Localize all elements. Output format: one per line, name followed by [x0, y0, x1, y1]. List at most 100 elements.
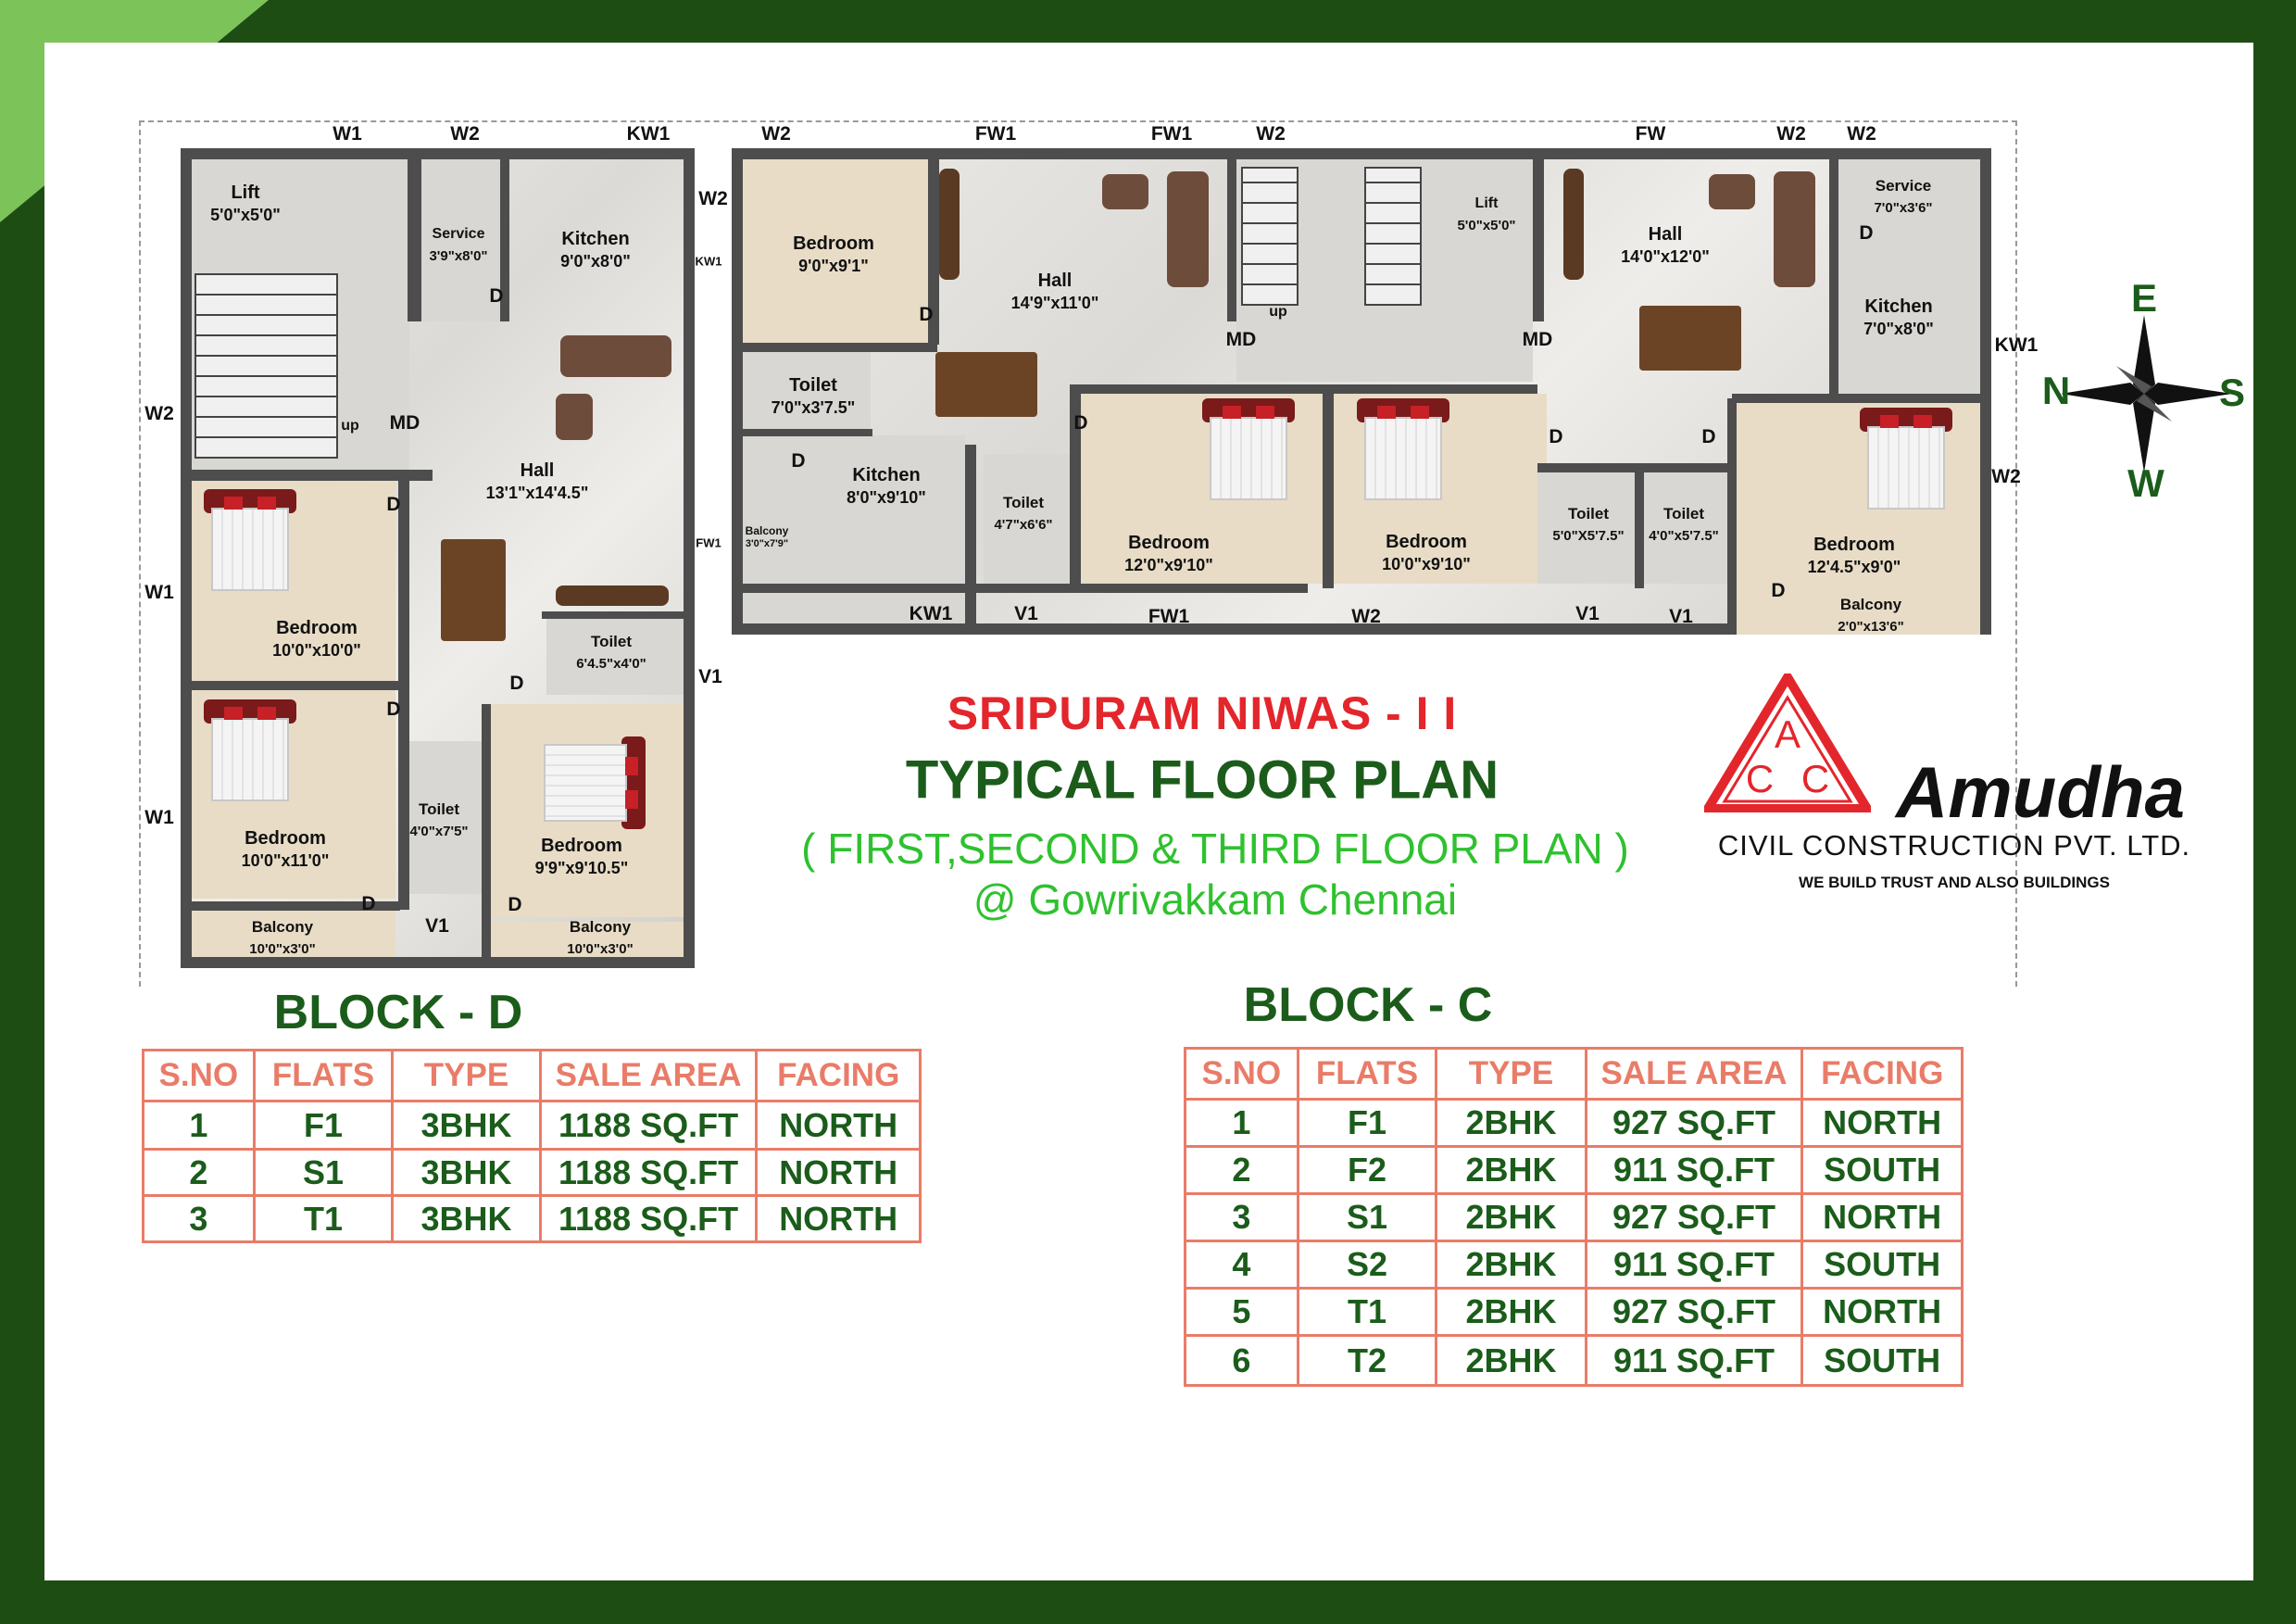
wall	[1323, 384, 1334, 588]
logo-letter-c: C	[1746, 757, 1774, 800]
main-door-label: MD	[1225, 329, 1257, 350]
window-label: FW	[1635, 123, 1666, 145]
block-c-table: S.NO FLATS TYPE SALE AREA FACING 1 F1 2B…	[1184, 1047, 1964, 1387]
cell: 1	[1184, 1098, 1299, 1148]
bed	[1357, 398, 1449, 500]
header-sno: S.NO	[1184, 1047, 1299, 1101]
cell: T1	[252, 1194, 395, 1243]
cell: 2BHK	[1435, 1287, 1587, 1337]
stair-up-label: up	[341, 418, 359, 434]
table-header-row: S.NO FLATS TYPE SALE AREA FACING	[142, 1049, 922, 1102]
plan-border	[139, 120, 2017, 987]
window-label: W1	[144, 582, 174, 603]
wall	[192, 470, 433, 481]
window-label: W2	[450, 123, 480, 145]
cell: 927 SQ.FT	[1584, 1098, 1804, 1148]
window-label: W2	[1256, 123, 1286, 145]
table-row: 3 T1 3BHK 1188 SQ.FT NORTH	[142, 1194, 922, 1243]
bed	[204, 699, 296, 801]
cell: 927 SQ.FT	[1584, 1287, 1804, 1337]
cell: 2	[142, 1148, 256, 1197]
bedroom-1-area	[743, 159, 928, 345]
company-tagline: WE BUILD TRUST AND ALSO BUILDINGS	[1799, 874, 2110, 891]
cell: 2BHK	[1435, 1240, 1587, 1290]
cell: 2BHK	[1435, 1145, 1587, 1195]
window-label: V1	[425, 915, 449, 937]
cell: 3BHK	[391, 1194, 542, 1243]
bed	[1202, 398, 1295, 500]
header-sale-area: SALE AREA	[538, 1049, 759, 1102]
table-row: 6 T2 2BHK 911 SQ.FT SOUTH	[1184, 1334, 1964, 1387]
cell: 2BHK	[1435, 1192, 1587, 1242]
wall	[928, 159, 939, 345]
compass-star-icon	[2061, 315, 2232, 472]
cell: 1188 SQ.FT	[538, 1100, 759, 1151]
floors-caption: ( FIRST,SECOND & THIRD FLOOR PLAN )	[801, 825, 1629, 873]
table-row: 2 S1 3BHK 1188 SQ.FT NORTH	[142, 1148, 922, 1197]
staircase	[194, 273, 338, 459]
wall	[482, 704, 491, 968]
window-label: W2	[144, 403, 174, 424]
service-kitchen-2-area	[1838, 159, 1980, 396]
wall	[1727, 398, 1737, 635]
dining-table	[441, 539, 506, 641]
toilet-2-area	[984, 454, 1074, 584]
header-facing: FACING	[1800, 1047, 1964, 1101]
bed	[1860, 408, 1952, 510]
cell: SOUTH	[1800, 1334, 1964, 1387]
project-title: SRIPURAM NIWAS - I I	[947, 687, 1458, 739]
cell: 1	[142, 1100, 256, 1151]
armchair	[556, 394, 593, 440]
window-label: KW1	[626, 123, 671, 145]
wall	[192, 901, 400, 911]
armchair	[1102, 174, 1148, 209]
window-label: W1	[144, 807, 174, 828]
door-label: D	[1073, 412, 1088, 434]
block-d-table: S.NO FLATS TYPE SALE AREA FACING 1 F1 3B…	[142, 1049, 922, 1243]
cell: NORTH	[1800, 1287, 1964, 1337]
window-label: V1	[698, 666, 722, 687]
cell: NORTH	[1800, 1098, 1964, 1148]
cell: 2	[1184, 1145, 1299, 1195]
window-label: W2	[1991, 466, 2021, 487]
window-label: W2	[1847, 123, 1876, 145]
toilet-1-area	[546, 619, 684, 695]
cell: 3BHK	[391, 1148, 542, 1197]
door-label: D	[361, 893, 376, 914]
wall	[1635, 468, 1644, 588]
wall	[743, 584, 1308, 593]
door-label: D	[1701, 426, 1716, 447]
cell: F1	[1296, 1098, 1438, 1148]
door-label: D	[386, 494, 401, 515]
balcony-2-area	[1732, 593, 1980, 635]
bed	[204, 489, 296, 591]
main-door-label: MD	[1522, 329, 1553, 350]
table-row: 3 S1 2BHK 927 SQ.FT NORTH	[1184, 1192, 1964, 1242]
wall	[1732, 394, 1991, 403]
toilet-1-area	[743, 352, 871, 431]
door-label: D	[509, 673, 524, 694]
wall	[965, 445, 976, 635]
window-label: W2	[1351, 606, 1381, 627]
window-label: KW1	[1994, 334, 2039, 356]
door-label: D	[489, 285, 504, 307]
cell: S1	[1296, 1192, 1438, 1242]
tv-unit	[556, 585, 669, 606]
sofa	[1774, 171, 1815, 287]
wall	[1227, 159, 1236, 321]
window-label: W2	[698, 188, 728, 209]
door-label: D	[791, 450, 806, 472]
company-name: Amudha	[1896, 751, 2185, 833]
